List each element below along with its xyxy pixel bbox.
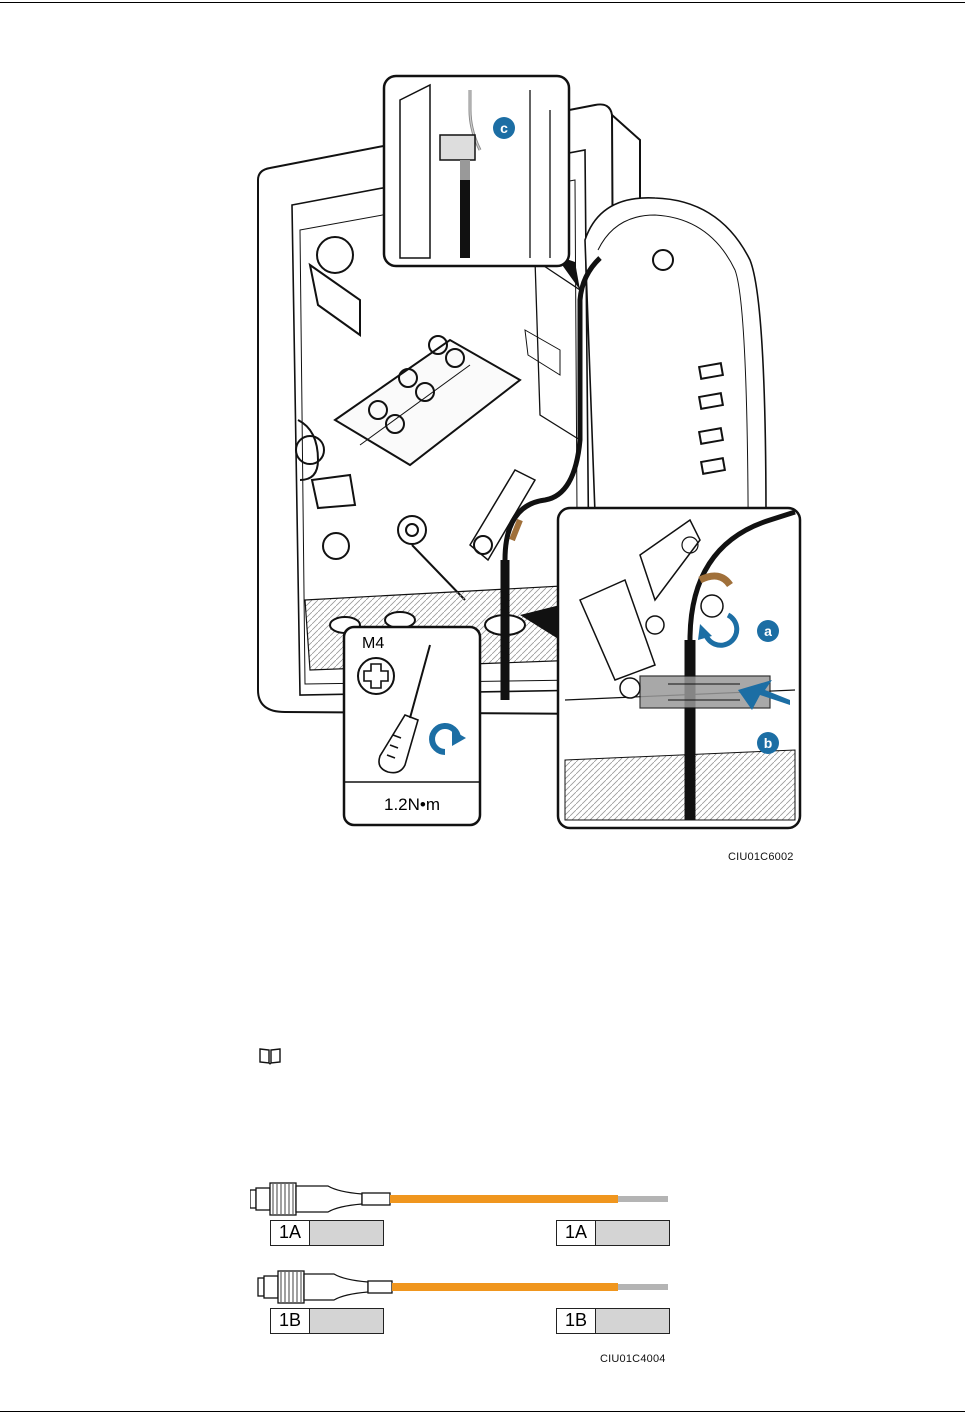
torque-value: 1.2N•m [384,795,440,814]
detail-inset-c: c [384,76,569,266]
figure-1-id: CIU01C6002 [728,851,794,863]
callout-c: c [500,120,508,136]
fiber-cable-figure: 1A 1A 1B 1B [250,1178,680,1348]
figure-2-id: CIU01C4004 [600,1353,666,1365]
label-1-left: 1A [270,1220,384,1246]
footer-rule [0,1411,965,1412]
callout-a: a [764,623,772,639]
label-1-right: 1A [556,1220,670,1246]
torque-inset: M4 1.2N•m [344,627,480,825]
fiber-cable-2 [250,1266,680,1306]
callout-b: b [764,735,773,751]
book-note-icon [258,1047,282,1065]
label-2-left: 1B [270,1308,384,1334]
label-2-right: 1B [556,1308,670,1334]
screw-size-label: M4 [362,635,384,652]
installation-figure: c M4 1.2N•m [240,70,810,865]
fiber-cable-1 [250,1178,680,1218]
header-rule [0,2,965,3]
detail-inset-ab: a b [558,508,800,828]
